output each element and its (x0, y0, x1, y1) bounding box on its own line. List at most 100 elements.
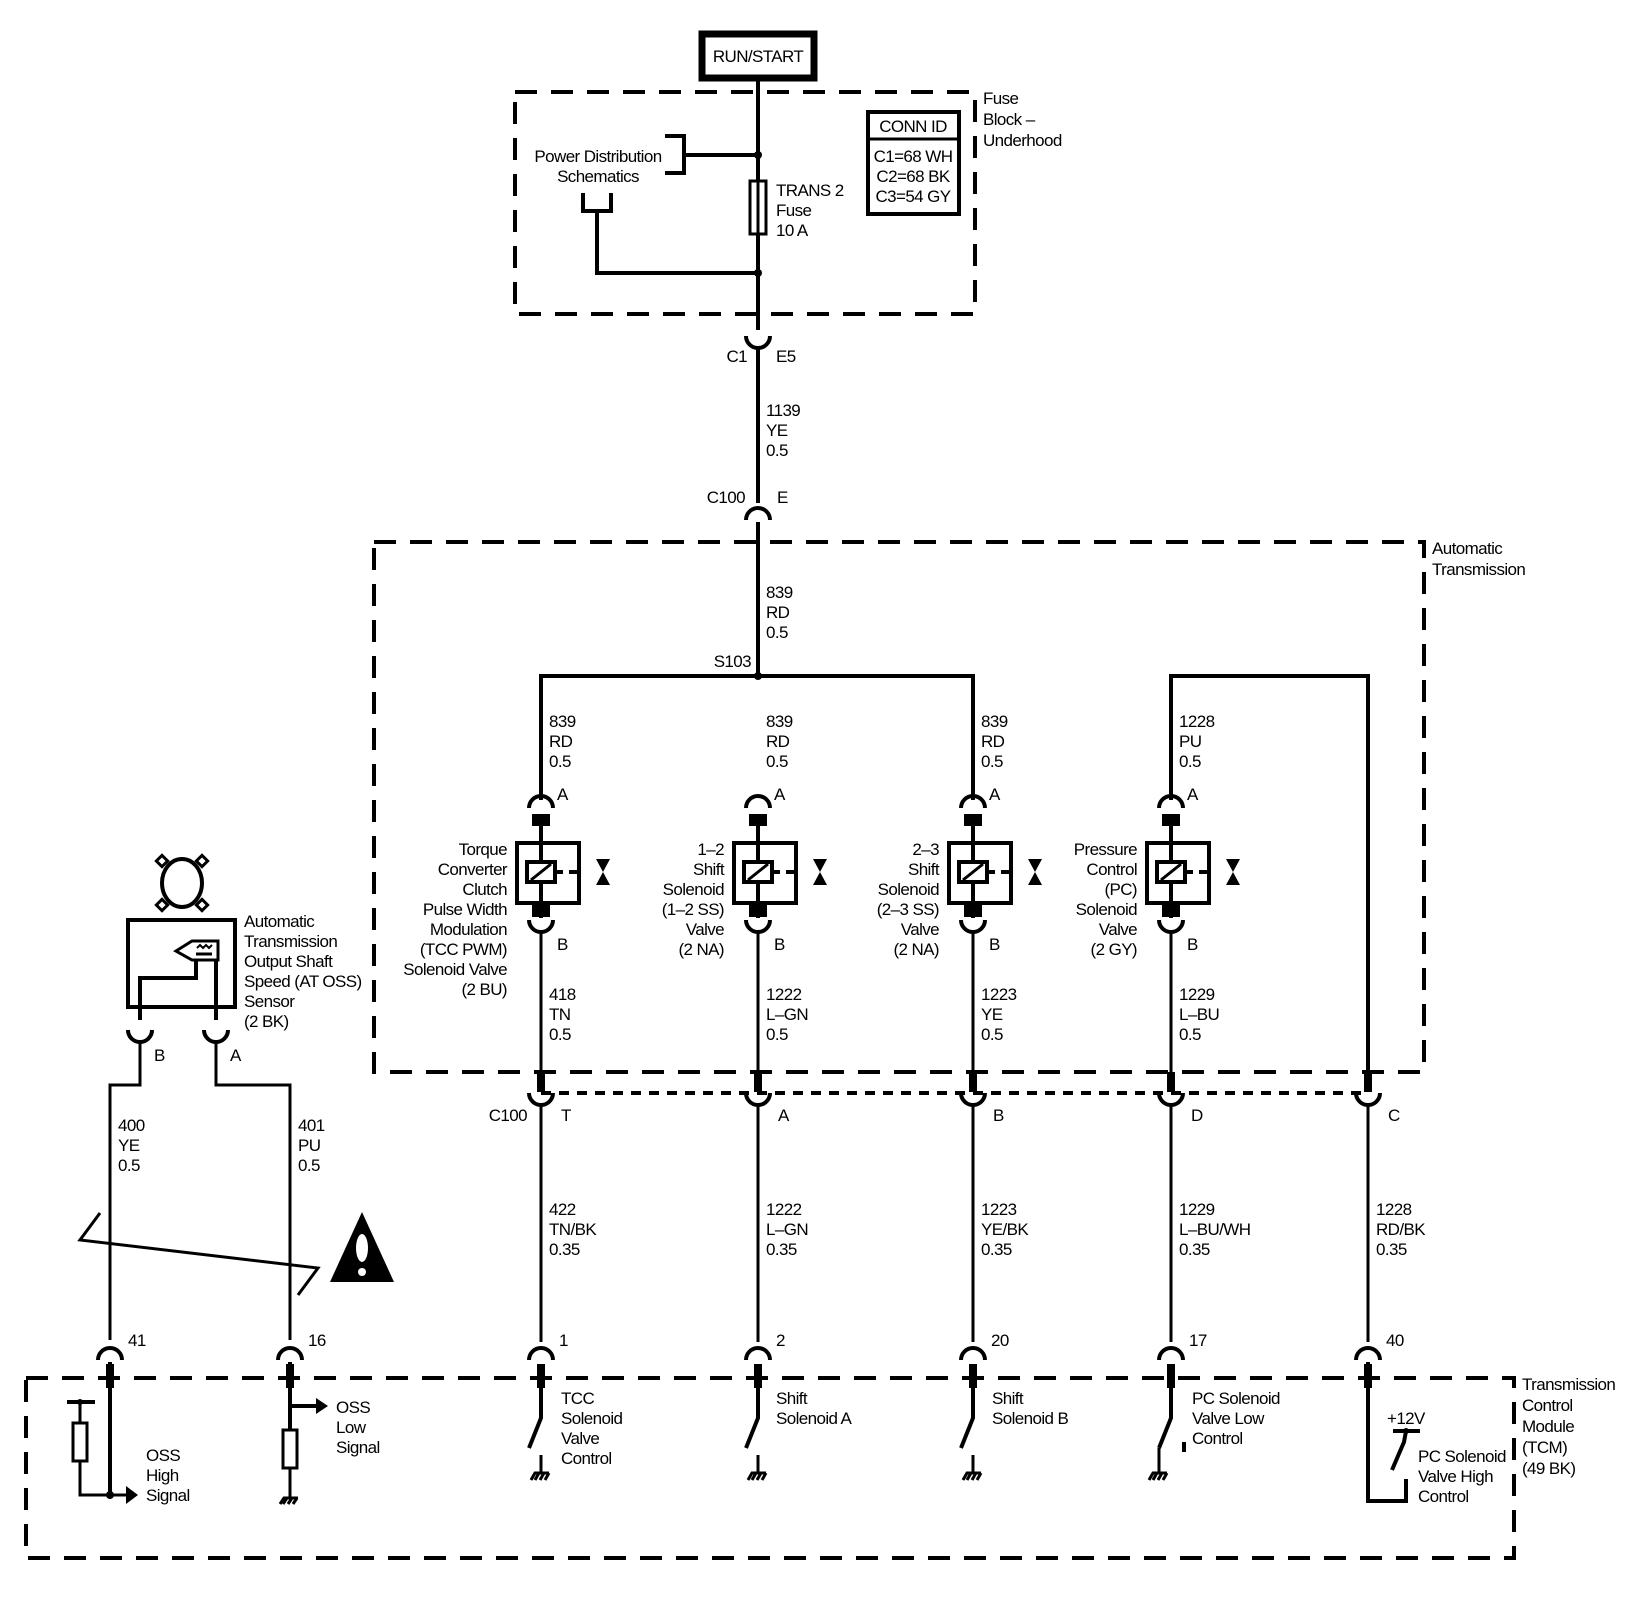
tcm-pin-number: 20 (991, 1331, 1009, 1350)
valve-icon (813, 859, 827, 885)
valve-icon (596, 859, 610, 885)
svg-text:A: A (230, 1046, 242, 1065)
connector-pin-b (1157, 919, 1185, 934)
wire-circuit: 422 (549, 1200, 576, 1219)
svg-text:RD: RD (766, 603, 790, 622)
caution-icon[interactable] (330, 1212, 394, 1282)
connector-pin-a (744, 794, 772, 809)
low-side-switch (959, 1388, 983, 1481)
solenoid-coil-icon (742, 860, 774, 884)
connector-c100-e: C100 E (707, 488, 789, 521)
solenoid-name-line: (TCC PWM) (420, 940, 507, 959)
conn-id-row: C1=68 WH (874, 147, 953, 166)
solenoid-name-line: Valve (1099, 920, 1137, 939)
resistor-icon (71, 1421, 89, 1463)
solenoid-name-line: (2 BU) (461, 980, 507, 999)
svg-text:Automatic: Automatic (1432, 539, 1503, 558)
solenoid-name-line: Modulation (430, 920, 507, 939)
low-side-switch (527, 1388, 551, 1481)
solenoid-name-line: Valve (901, 920, 939, 939)
svg-text:Control: Control (561, 1449, 612, 1468)
solenoid-name-line: Shift (908, 860, 940, 879)
svg-text:(2 BK): (2 BK) (244, 1012, 289, 1031)
solenoid-name-line: Solenoid Valve (403, 960, 507, 979)
svg-text:Shift: Shift (992, 1389, 1024, 1408)
splice-s103-label: S103 (714, 652, 751, 671)
run-start-label: RUN/START (713, 47, 804, 66)
wire-color: RD (766, 732, 790, 751)
signal-arrow-icon (316, 1398, 328, 1414)
tcm-oss-low-circuit: OSS Low Signal (278, 1362, 380, 1505)
signal-arrow-icon (126, 1486, 138, 1504)
wire-color: L–GN (766, 1220, 808, 1239)
pin-label-bottom: B (989, 935, 1000, 954)
svg-text:Output Shaft: Output Shaft (244, 952, 333, 971)
twisted-pair-marker (77, 1212, 321, 1296)
tcm-pin-number: 41 (128, 1331, 146, 1350)
splice-s103 (754, 672, 762, 680)
solenoid-coil-icon (525, 860, 557, 884)
solenoid-name-line: (2 GY) (1091, 940, 1137, 959)
svg-text:E5: E5 (776, 347, 796, 366)
ground-icon (961, 1471, 983, 1481)
wire-gauge: 0.5 (766, 1025, 788, 1044)
wire-gauge: 0.5 (549, 1025, 571, 1044)
solenoid-name-line: Control (1086, 860, 1137, 879)
conn-id-row: C2=68 BK (876, 167, 950, 186)
pin-label-top: A (774, 785, 786, 804)
pin-label-top: A (1187, 785, 1199, 804)
svg-text:0.5: 0.5 (118, 1156, 140, 1175)
conn-id-header: CONN ID (879, 117, 947, 136)
conn-id-row: C3=54 GY (875, 187, 950, 206)
low-side-switch (1147, 1388, 1173, 1481)
solenoid-name-line: (PC) (1104, 880, 1137, 899)
tcm-pin: 2 (744, 1331, 786, 1388)
svg-text:TCC: TCC (561, 1389, 594, 1408)
power-distribution-ref-1[interactable]: Power Distribution (534, 147, 662, 166)
wire-401 (214, 1042, 292, 1340)
wire-gauge: 0.35 (1376, 1240, 1407, 1259)
wire-gauge: 0.5 (766, 752, 788, 771)
svg-text:839: 839 (766, 583, 793, 602)
svg-text:Solenoid B: Solenoid B (992, 1409, 1068, 1428)
connector-pin-a (1157, 794, 1185, 809)
svg-text:Module: Module (1522, 1417, 1574, 1436)
wire-gauge: 0.35 (981, 1240, 1012, 1259)
svg-text:Solenoid: Solenoid (561, 1409, 623, 1428)
low-side-switch (744, 1388, 768, 1481)
svg-text:1139: 1139 (766, 401, 800, 420)
svg-text:YE: YE (766, 421, 788, 440)
connector-pin-a (527, 794, 555, 809)
c100-pin-label: A (778, 1106, 790, 1125)
wire-circuit: 839 (981, 712, 1008, 731)
oss-sensor: Automatic Transmission Output Shaft Spee… (126, 853, 362, 1065)
valve-icon (1028, 859, 1042, 885)
wire-gauge: 0.35 (1179, 1240, 1210, 1259)
svg-text:Low: Low (336, 1418, 367, 1437)
wire-circuit: 418 (549, 985, 576, 1004)
switch-icon (959, 1388, 975, 1449)
wire-color: RD/BK (1376, 1220, 1426, 1239)
valve-icon (1226, 859, 1240, 885)
c100-pin-label: B (993, 1106, 1004, 1125)
svg-text:E: E (777, 488, 788, 507)
c100-pin-label: T (561, 1106, 571, 1125)
power-distribution-ref-2[interactable]: Schematics (557, 167, 640, 186)
wire-circuit: 1228 (1376, 1200, 1412, 1219)
connector-pin-b (527, 919, 555, 934)
solenoid-name-line: 1–2 (697, 840, 724, 859)
svg-text:401: 401 (298, 1116, 325, 1135)
ref-bracket-right (665, 134, 686, 175)
c100-out-label: C100 (489, 1106, 527, 1125)
